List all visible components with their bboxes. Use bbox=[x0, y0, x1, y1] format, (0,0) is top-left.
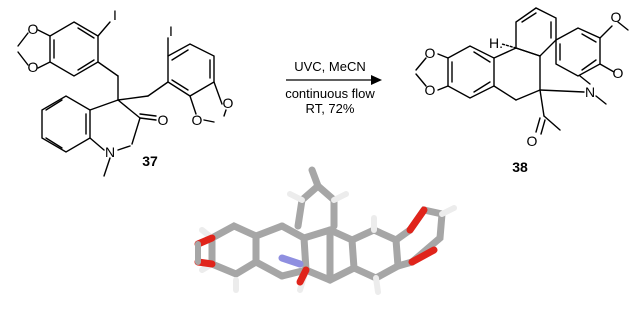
compound-label-37: 37 bbox=[142, 153, 158, 169]
iodine-atom-label: I bbox=[169, 23, 173, 39]
oxygen-atom-label: O bbox=[223, 95, 234, 111]
sm-oxindole-core bbox=[41, 95, 157, 177]
oxygen-atom-label: O bbox=[425, 82, 436, 98]
oxygen-atom-label: O bbox=[527, 133, 538, 149]
iodine-atom-label: I bbox=[113, 7, 117, 23]
oxygen-atom-label: O bbox=[613, 65, 624, 81]
hydrogen-atom-label: H. bbox=[489, 35, 503, 51]
starting-material-37: O O I N O bbox=[17, 7, 234, 177]
oxygen-atom-label: O bbox=[28, 59, 39, 75]
reaction-yield-text: RT, 72% bbox=[306, 101, 355, 116]
reaction-arrow bbox=[286, 75, 382, 85]
reaction-conditions-text: continuous flow bbox=[285, 86, 375, 101]
sm-benzodioxole-ring-right bbox=[117, 37, 227, 123]
nitrogen-atom-label: N bbox=[585, 84, 595, 100]
oxygen-atom-label: O bbox=[425, 45, 436, 61]
oxygen-atom-label: O bbox=[611, 9, 622, 25]
crystal-structure-image bbox=[194, 166, 457, 295]
oxygen-atom-label: O bbox=[28, 21, 39, 37]
product-38 bbox=[415, 7, 629, 135]
oxygen-atom-label: O bbox=[192, 112, 203, 128]
compound-label-38: 38 bbox=[512, 159, 528, 175]
nitrogen-atom-label: N bbox=[105, 144, 115, 160]
reaction-reagents-text: UVC, MeCN bbox=[294, 59, 366, 74]
sm-benzodioxole-ring-left bbox=[17, 21, 119, 101]
oxygen-atom-label: O bbox=[158, 112, 169, 128]
